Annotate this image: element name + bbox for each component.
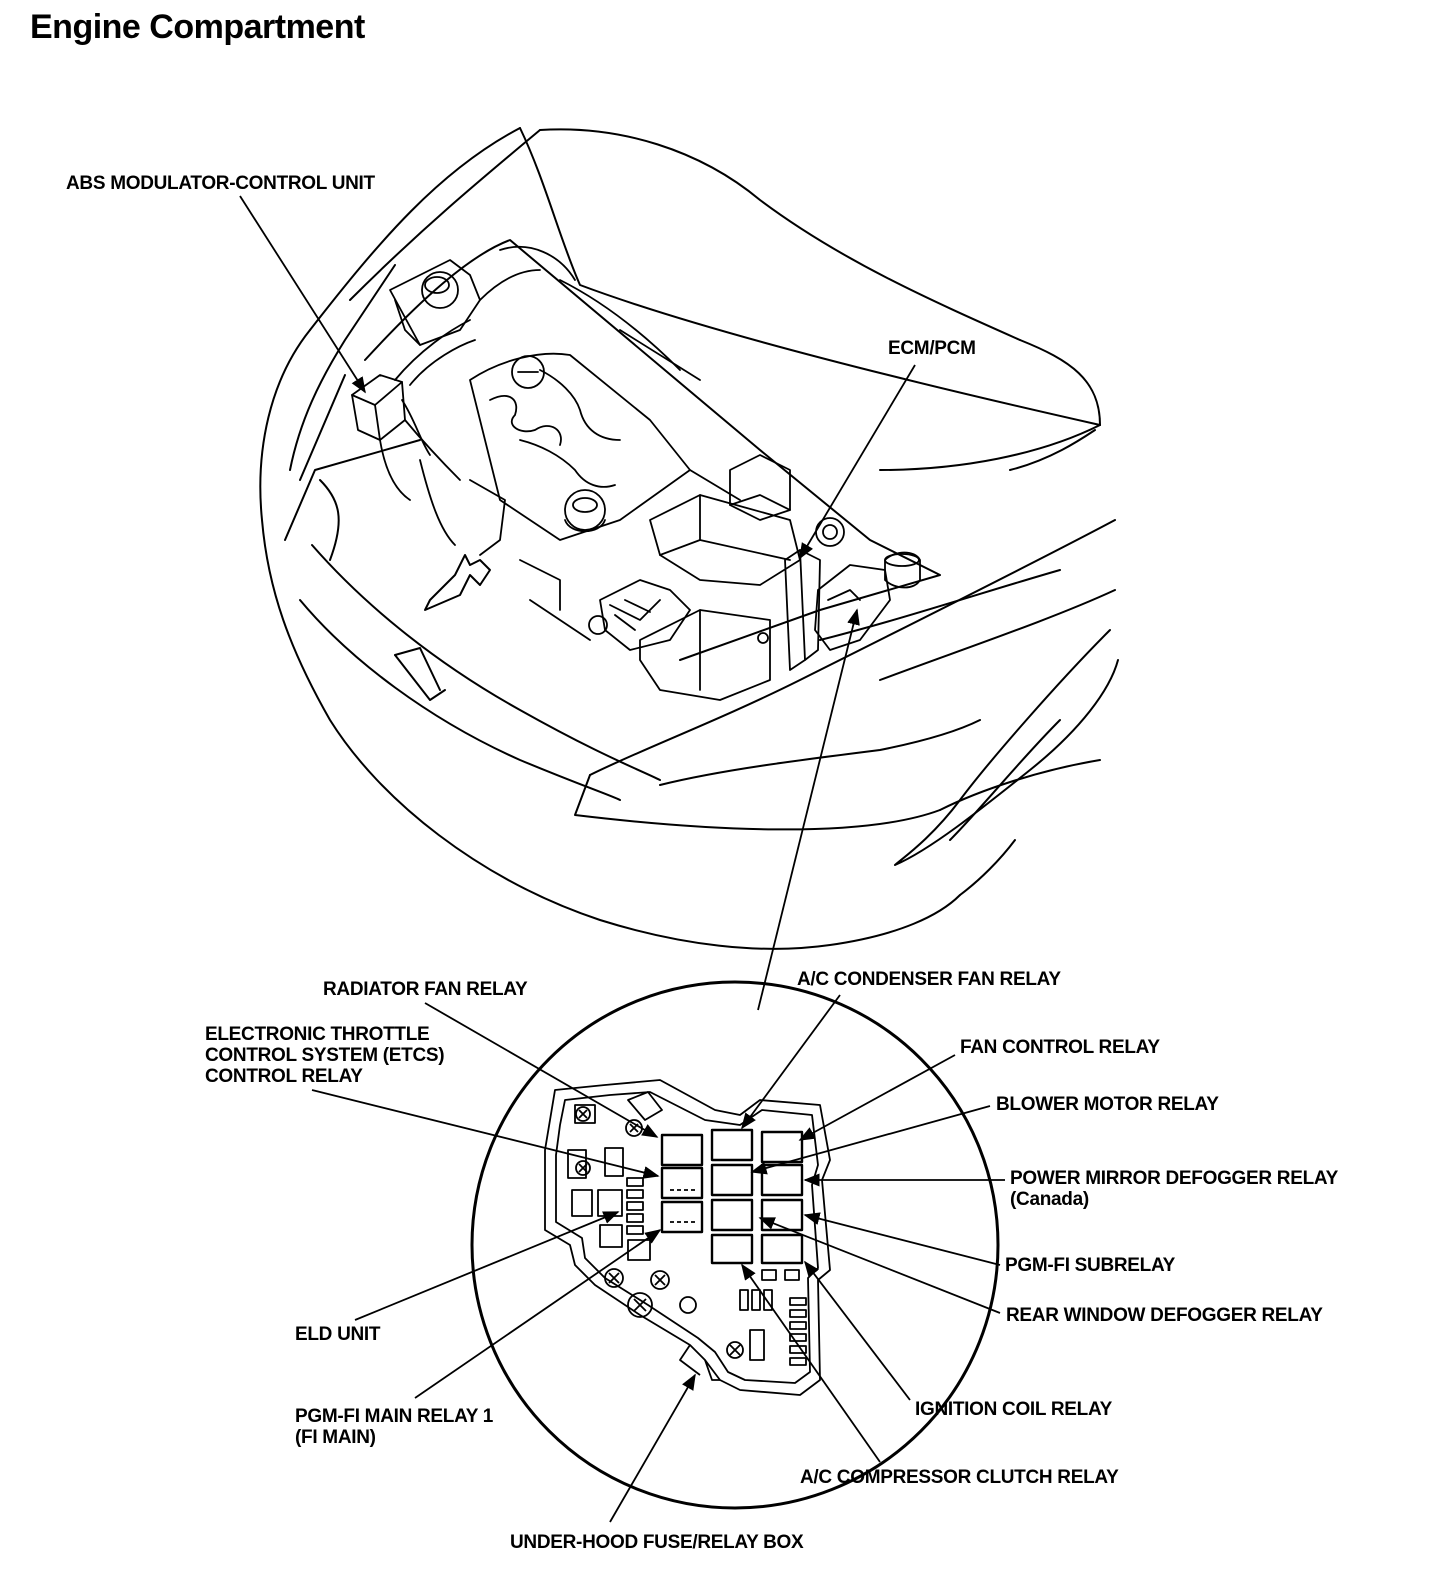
radiator-fan-relay-label: RADIATOR FAN RELAY (323, 979, 528, 1000)
etcs-line-1: ELECTRONIC THROTTLE (205, 1024, 430, 1045)
rear-window-defogger-relay-label: REAR WINDOW DEFOGGER RELAY (1006, 1305, 1323, 1326)
ac-condenser-fan-relay-label: A/C CONDENSER FAN RELAY (797, 969, 1061, 990)
fuse-relay-box-drawing (544, 1079, 831, 1396)
etcs-line-3: CONTROL RELAY (205, 1066, 363, 1087)
ecm-pcm-label: ECM/PCM (888, 338, 976, 359)
ac-compressor-clutch-relay-label: A/C COMPRESSOR CLUTCH RELAY (800, 1467, 1119, 1488)
pgm-main-line-2: (FI MAIN) (295, 1427, 376, 1448)
eld-unit-label: ELD UNIT (295, 1324, 381, 1345)
pgm-fi-subrelay-label: PGM-FI SUBRELAY (1005, 1255, 1176, 1276)
abs-modulator-label: ABS MODULATOR-CONTROL UNIT (66, 173, 375, 194)
page-title: Engine Compartment (30, 8, 365, 46)
detail-magnifier-circle (470, 980, 1000, 1510)
fan-control-relay-label: FAN CONTROL RELAY (960, 1037, 1160, 1058)
ignition-coil-relay-label: IGNITION COIL RELAY (915, 1399, 1112, 1420)
engine-detail-drawing (351, 245, 921, 701)
mirror-line-2: (Canada) (1010, 1189, 1089, 1210)
top-callouts (239, 195, 916, 1011)
pgm-fi-main-relay-label: PGM-FI MAIN RELAY 1 (FI MAIN) (295, 1406, 493, 1448)
etcs-line-2: CONTROL SYSTEM (ETCS) (205, 1045, 445, 1066)
pgm-main-line-1: PGM-FI MAIN RELAY 1 (295, 1406, 494, 1427)
car-body-drawing (259, 127, 1119, 950)
mirror-line-1: POWER MIRROR DEFOGGER RELAY (1010, 1168, 1338, 1189)
etcs-control-relay-label: ELECTRONIC THROTTLE CONTROL SYSTEM (ETCS… (205, 1024, 445, 1087)
under-hood-fuse-box-label: UNDER-HOOD FUSE/RELAY BOX (510, 1532, 804, 1553)
blower-motor-relay-label: BLOWER MOTOR RELAY (996, 1094, 1219, 1115)
fuse-box-callouts (311, 994, 1005, 1523)
power-mirror-defogger-relay-label: POWER MIRROR DEFOGGER RELAY (Canada) (1010, 1168, 1338, 1210)
